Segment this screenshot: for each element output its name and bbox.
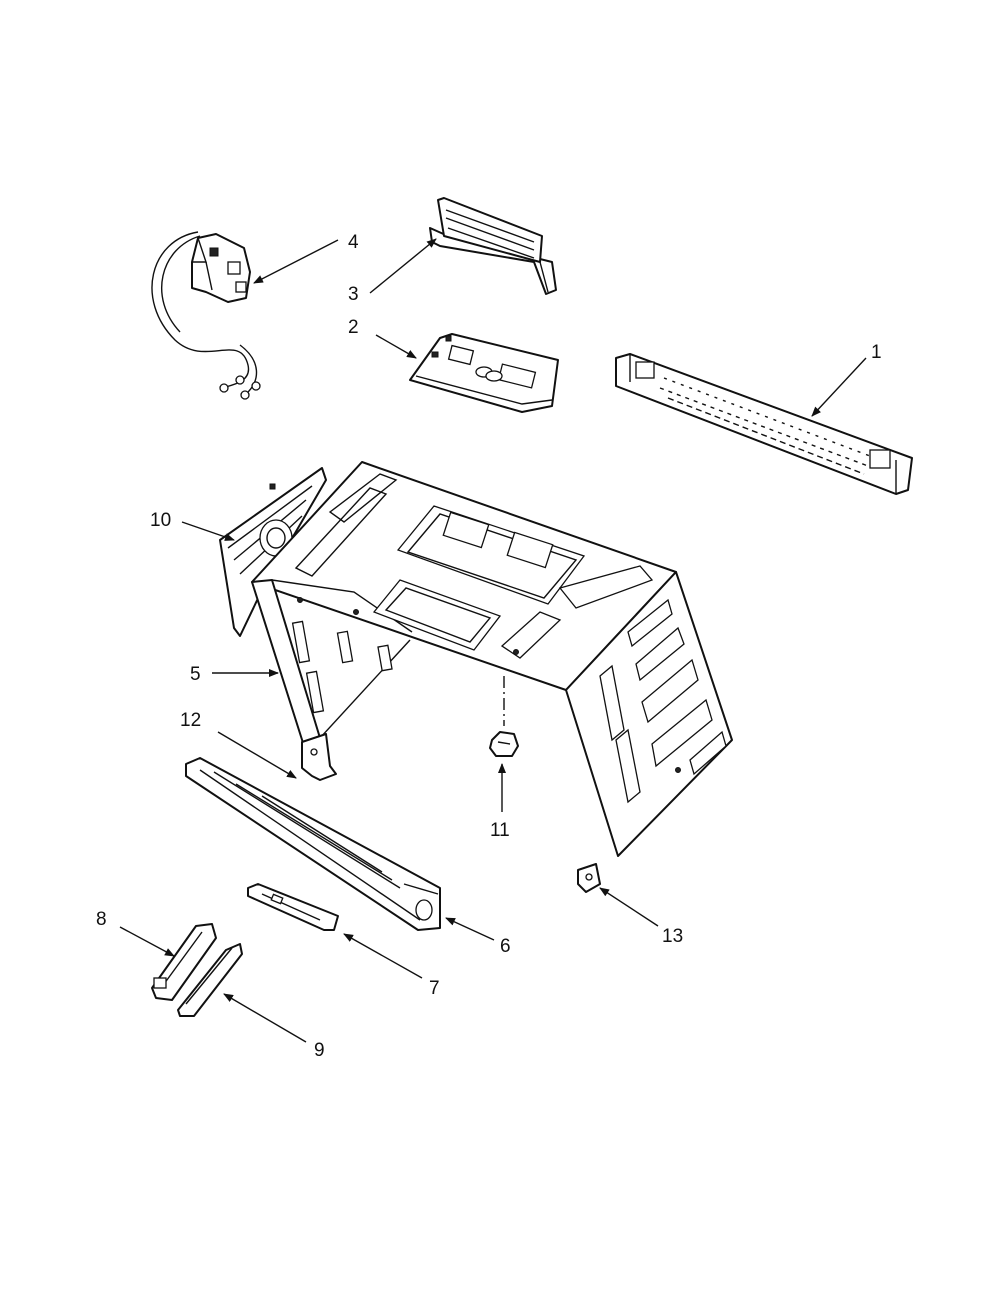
part-4-wire-harness [151, 231, 261, 400]
callout-13: 13 [662, 926, 683, 947]
leader-lines [119, 238, 867, 1043]
callout-5: 5 [190, 664, 201, 685]
callout-2: 2 [348, 317, 359, 338]
part-2-mounting-plate [409, 333, 559, 413]
callout-7: 7 [429, 978, 440, 999]
callout-4: 4 [348, 232, 359, 253]
part-11-clip [489, 731, 519, 757]
callout-8: 8 [96, 909, 107, 930]
callout-1: 1 [871, 342, 882, 363]
part-1-rail [615, 353, 913, 495]
part-5-cavity-frame [251, 461, 733, 857]
callout-3: 3 [348, 284, 359, 305]
callout-9: 9 [314, 1040, 325, 1061]
callout-6: 6 [500, 936, 511, 957]
part-12-bracket [301, 733, 337, 781]
part-13-clip [577, 863, 601, 893]
callout-11: 11 [490, 820, 510, 841]
callout-labels: 1 2 3 4 5 6 7 8 9 10 11 12 13 [96, 232, 882, 1061]
part-10-side-duct [219, 467, 327, 637]
callout-10: 10 [150, 510, 171, 531]
part-8-latch [151, 923, 217, 1001]
part-3-vent-bracket [429, 197, 557, 295]
part-7-rail-piece [247, 883, 339, 931]
part-9-latch-cover [177, 943, 243, 1017]
part-6-vent-grille [185, 757, 441, 931]
callout-12: 12 [180, 710, 201, 731]
